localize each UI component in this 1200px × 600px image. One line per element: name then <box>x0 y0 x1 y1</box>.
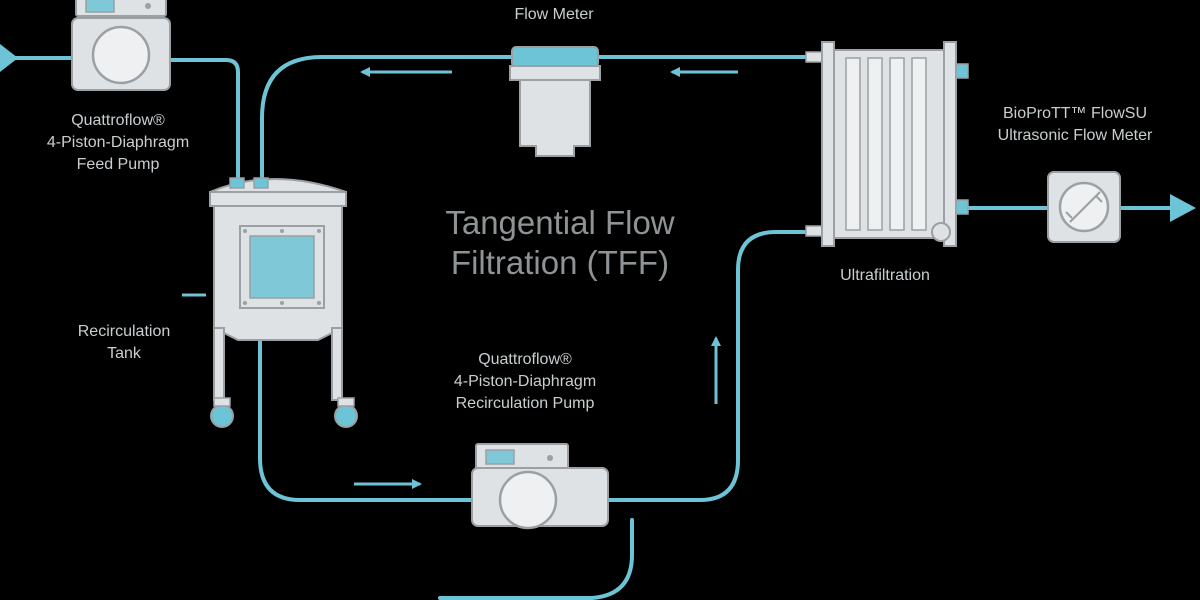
flowsu-label: BioProTT™ FlowSU Ultrasonic Flow Meter <box>975 103 1175 147</box>
recirculation-pump-label-line: Quattroflow® <box>478 351 572 368</box>
recirculation-tank-label-line: Tank <box>107 345 141 362</box>
ultrafiltration-label: Ultrafiltration <box>840 267 930 284</box>
diagram-title: Tangential Flow Filtration (TFF) <box>395 203 725 283</box>
recirculation-tank-icon <box>209 177 358 428</box>
feed-pump-label-line: Feed Pump <box>76 156 160 173</box>
flowsu-label-line: BioProTT™ FlowSU <box>1002 105 1148 122</box>
feed-pump-label-line: 4-Piston-Diaphragm <box>46 134 190 151</box>
feed-pump-icon <box>71 0 171 91</box>
feed-pump-label-line: Quattroflow® <box>71 112 165 129</box>
pipes <box>8 55 1174 600</box>
flowsu-label-line: Ultrasonic Flow Meter <box>997 127 1153 144</box>
feed-pump-label: Quattroflow® 4-Piston-Diaphragm Feed Pum… <box>28 110 208 176</box>
recirculation-tank-label-line: Recirculation <box>77 323 171 340</box>
ultrafiltration-module-icon <box>805 41 969 247</box>
recirculation-pump-icon <box>471 443 609 530</box>
recirculation-pump-label: Quattroflow® 4-Piston-Diaphragm Recircul… <box>420 349 630 415</box>
feed-pipe <box>138 58 240 180</box>
diagram-title-line-1: Tangential Flow <box>445 204 675 241</box>
tank-outlet-pipe <box>258 336 478 502</box>
inlet-arrow-icon <box>0 44 18 72</box>
flow-meter-icon <box>509 46 601 157</box>
recirculation-pump-label-line: Recirculation Pump <box>455 395 595 412</box>
feed-to-uf-pipe <box>604 230 824 502</box>
flowmeter-return-pipe <box>260 55 514 180</box>
recirculation-pump-label-line: 4-Piston-Diaphragm <box>453 373 597 390</box>
recirculation-tank-label: Recirculation Tank <box>64 321 184 365</box>
flow-arrows <box>354 67 738 489</box>
ultrasonic-flow-meter-icon <box>1047 171 1121 243</box>
flow-meter-label: Flow Meter <box>514 6 594 23</box>
diagram-title-line-2: Filtration (TFF) <box>450 244 670 281</box>
outlet-arrow-icon <box>1170 194 1196 222</box>
lower-pipe <box>438 518 634 600</box>
